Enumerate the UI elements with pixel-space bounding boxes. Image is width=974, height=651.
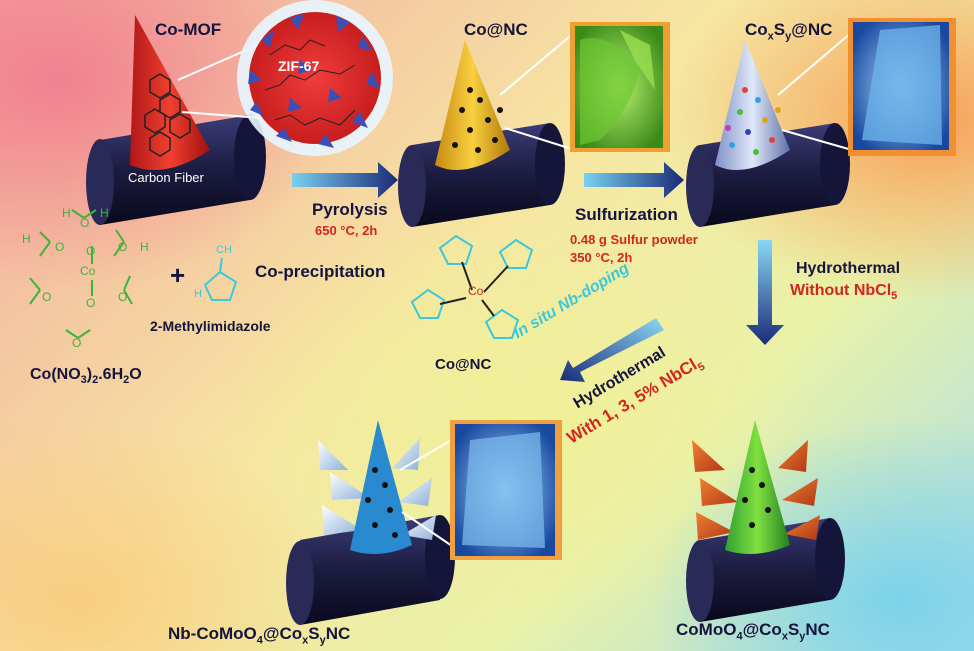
pyrolysis-conditions: 650 °C, 2h: [315, 223, 378, 238]
carbon-fiber-5: [686, 518, 845, 622]
cobalt-nitrate-label: Co(NO3)2.6H2O: [30, 366, 142, 387]
coxsy-nc-cone: [715, 40, 790, 170]
hydrothermal-down-arrow: [746, 240, 784, 345]
carbon-fiber-label: Carbon Fiber: [128, 170, 204, 185]
como-product-cone: [692, 420, 820, 554]
methyl-group-label: CH: [216, 244, 232, 256]
cobalt-nitrate-structure: [29, 209, 133, 339]
atom-o: O: [55, 240, 65, 254]
co-nc-complex-structure: [410, 234, 534, 339]
atom-o: O: [118, 290, 128, 304]
imidazole-nh: H: [194, 288, 202, 300]
pyrolysis-label: Pyrolysis: [312, 200, 388, 219]
atom-o: O: [72, 336, 82, 350]
atom-o: O: [86, 244, 96, 258]
sulfur-conditions: 350 °C, 2h: [570, 250, 633, 265]
coxsy-nc-top-label: CoxSy@NC: [745, 20, 833, 43]
co-mof-cone: [130, 15, 210, 170]
sulfur-powder-label: 0.48 g Sulfur powder: [570, 232, 698, 247]
nb-doping-arrow: [560, 318, 664, 382]
co-nc-top-label: Co@NC: [464, 20, 528, 39]
hydrothermal-right-label: Hydrothermal: [796, 260, 901, 277]
methylimidazole-structure: [203, 257, 238, 301]
co-nc-sem-inset: [570, 22, 670, 152]
methylimidazole-label: 2-Methylimidazole: [150, 318, 271, 334]
como-product-label: CoMoO4@CoxSyNC: [676, 620, 830, 643]
co-mof-label: Co-MOF: [155, 20, 222, 39]
sulfurization-arrow: [584, 162, 684, 198]
plus-sign: +: [170, 260, 186, 290]
co-precipitation-label: Co-precipitation: [255, 262, 386, 281]
without-nbcl5-label: Without NbCl5: [790, 282, 898, 303]
atom-h: H: [62, 206, 71, 220]
atom-o: O: [80, 216, 90, 230]
co-nc-cone: [435, 40, 510, 170]
atom-h: H: [100, 206, 109, 220]
atom-h: H: [22, 232, 31, 246]
atom-o: O: [86, 296, 96, 310]
cobalt-center: Co: [80, 264, 96, 278]
pyrolysis-arrow: [292, 162, 398, 198]
sulfurization-label: Sulfurization: [575, 205, 678, 224]
complex-cobalt: Co: [468, 284, 484, 298]
nb-product-label: Nb-CoMoO4@CoxSyNC: [168, 624, 351, 647]
co-nc-complex-label: Co@NC: [435, 356, 492, 373]
nb-product-sem-inset: [450, 420, 562, 560]
coxsy-nc-sem-inset: [848, 18, 956, 156]
zif67-zoom-circle: [237, 0, 393, 156]
atom-o: O: [42, 290, 52, 304]
atom-o: O: [118, 240, 128, 254]
atom-h: H: [140, 240, 149, 254]
zif67-label: ZIF-67: [278, 58, 320, 74]
